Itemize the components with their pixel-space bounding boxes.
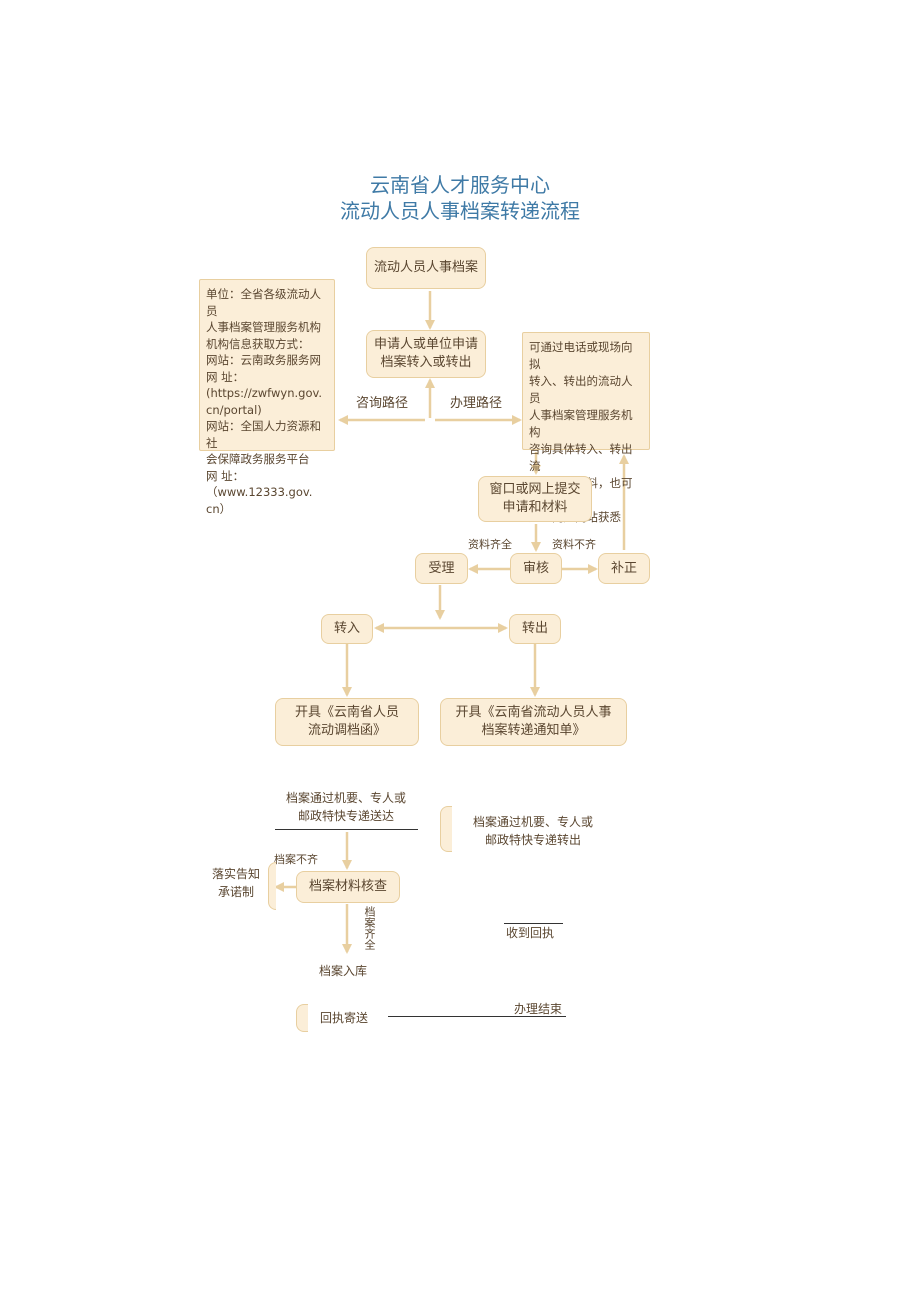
finish-underline [388, 1016, 566, 1017]
commitment-text: 落实告知 承诺制 [206, 865, 266, 901]
left-info-line: 网站：云南政务服务网 [206, 353, 321, 367]
complete-label: 档案齐全 [363, 906, 376, 950]
apply-line-2: 档案转入或转出 [380, 355, 472, 370]
left-info-line: cn/portal) [206, 402, 262, 417]
issue-in-box: 开具《云南省人员 流动调档函》 [275, 698, 419, 746]
delivered-line-1: 档案通过机要、专人或 [285, 791, 406, 805]
delivered-underline [275, 829, 418, 830]
left-info-line: 网站：全国人力资源和社 [206, 419, 321, 450]
finish-label: 办理结束 [514, 1002, 563, 1016]
right-info-line: 可通过电话或现场向拟 [529, 340, 633, 371]
receipt-received-overline [504, 923, 563, 924]
left-info-line: 会保障政务服务平台 [206, 452, 310, 466]
commitment-tab [268, 862, 276, 910]
left-info-line: 机构信息获取方式： [206, 336, 310, 351]
right-info-line: 咨询具体转入、转出流 [529, 442, 633, 473]
left-info-line: 网 址：（www.12333.gov. [206, 468, 313, 500]
left-info-line: cn） [206, 501, 232, 516]
review-box: 审核 [510, 553, 562, 584]
issue-in-line-1: 开具《云南省人员 [294, 705, 399, 720]
title-line-2: 流动人员人事档案转递流程 [340, 199, 580, 223]
apply-box: 申请人或单位申请 档案转入或转出 [366, 330, 486, 378]
start-box: 流动人员人事档案 [366, 247, 486, 289]
handle-path-label: 办理路径 [450, 396, 503, 411]
sent-out-line-2: 邮政特快专递转出 [484, 833, 581, 847]
receipt-send-tab [296, 1004, 308, 1032]
commitment-line-2: 承诺制 [217, 885, 254, 899]
sent-out-text: 档案通过机要、专人或 邮政特快专递转出 [456, 813, 610, 849]
issue-out-box: 开具《云南省流动人员人事 档案转递通知单》 [440, 698, 627, 746]
submit-line-1: 窗口或网上提交 [489, 482, 581, 497]
materials-complete-label: 资料齐全 [468, 538, 512, 551]
receipt-received-label: 收到回执 [506, 926, 555, 940]
right-info-line: 人事档案管理服务机构 [529, 408, 633, 439]
left-info-box: 单位：全省各级流动人员 人事档案管理服务机构 机构信息获取方式： 网站：云南政务… [199, 279, 335, 516]
consult-path-label: 咨询路径 [356, 396, 409, 411]
accept-box: 受理 [415, 553, 468, 584]
materials-incomplete-label: 资料不齐 [552, 538, 596, 551]
transfer-out-box: 转出 [509, 614, 561, 644]
receipt-send-label: 回执寄送 [320, 1011, 369, 1025]
submit-box: 窗口或网上提交 申请和材料 [478, 476, 592, 522]
delivered-text: 档案通过机要、专人或 邮政特快专递送达 [270, 789, 422, 825]
delivered-line-2: 邮政特快专递送达 [297, 809, 394, 823]
storage-label: 档案入库 [319, 964, 368, 978]
left-info-line: 人事档案管理服务机构 [206, 320, 321, 334]
check-box: 档案材料核查 [296, 871, 400, 903]
transfer-in-box: 转入 [321, 614, 373, 644]
supplement-box: 补正 [598, 553, 650, 584]
right-info-box: 可通过电话或现场向拟 转入、转出的流动人员 人事档案管理服务机构 咨询具体转入、… [522, 332, 650, 524]
commitment-line-1: 落实告知 [211, 867, 260, 881]
apply-line-1: 申请人或单位申请 [373, 337, 478, 352]
sent-out-line-1: 档案通过机要、专人或 [472, 815, 593, 829]
left-info-line: 单位：全省各级流动人员 [206, 287, 321, 318]
submit-line-2: 申请和材料 [502, 500, 568, 515]
left-info-line: 网 址：(https://zwfwyn.gov. [206, 369, 323, 401]
issue-in-line-2: 流动调档函》 [307, 723, 386, 738]
issue-out-line-2: 档案转递通知单》 [481, 723, 586, 738]
title-line-1: 云南省人才服务中心 [370, 173, 550, 197]
incomplete-label: 档案不齐 [274, 853, 318, 866]
issue-out-line-1: 开具《云南省流动人员人事 [455, 705, 612, 720]
sent-out-tab [440, 806, 452, 852]
right-info-line: 转入、转出的流动人员 [529, 374, 633, 405]
